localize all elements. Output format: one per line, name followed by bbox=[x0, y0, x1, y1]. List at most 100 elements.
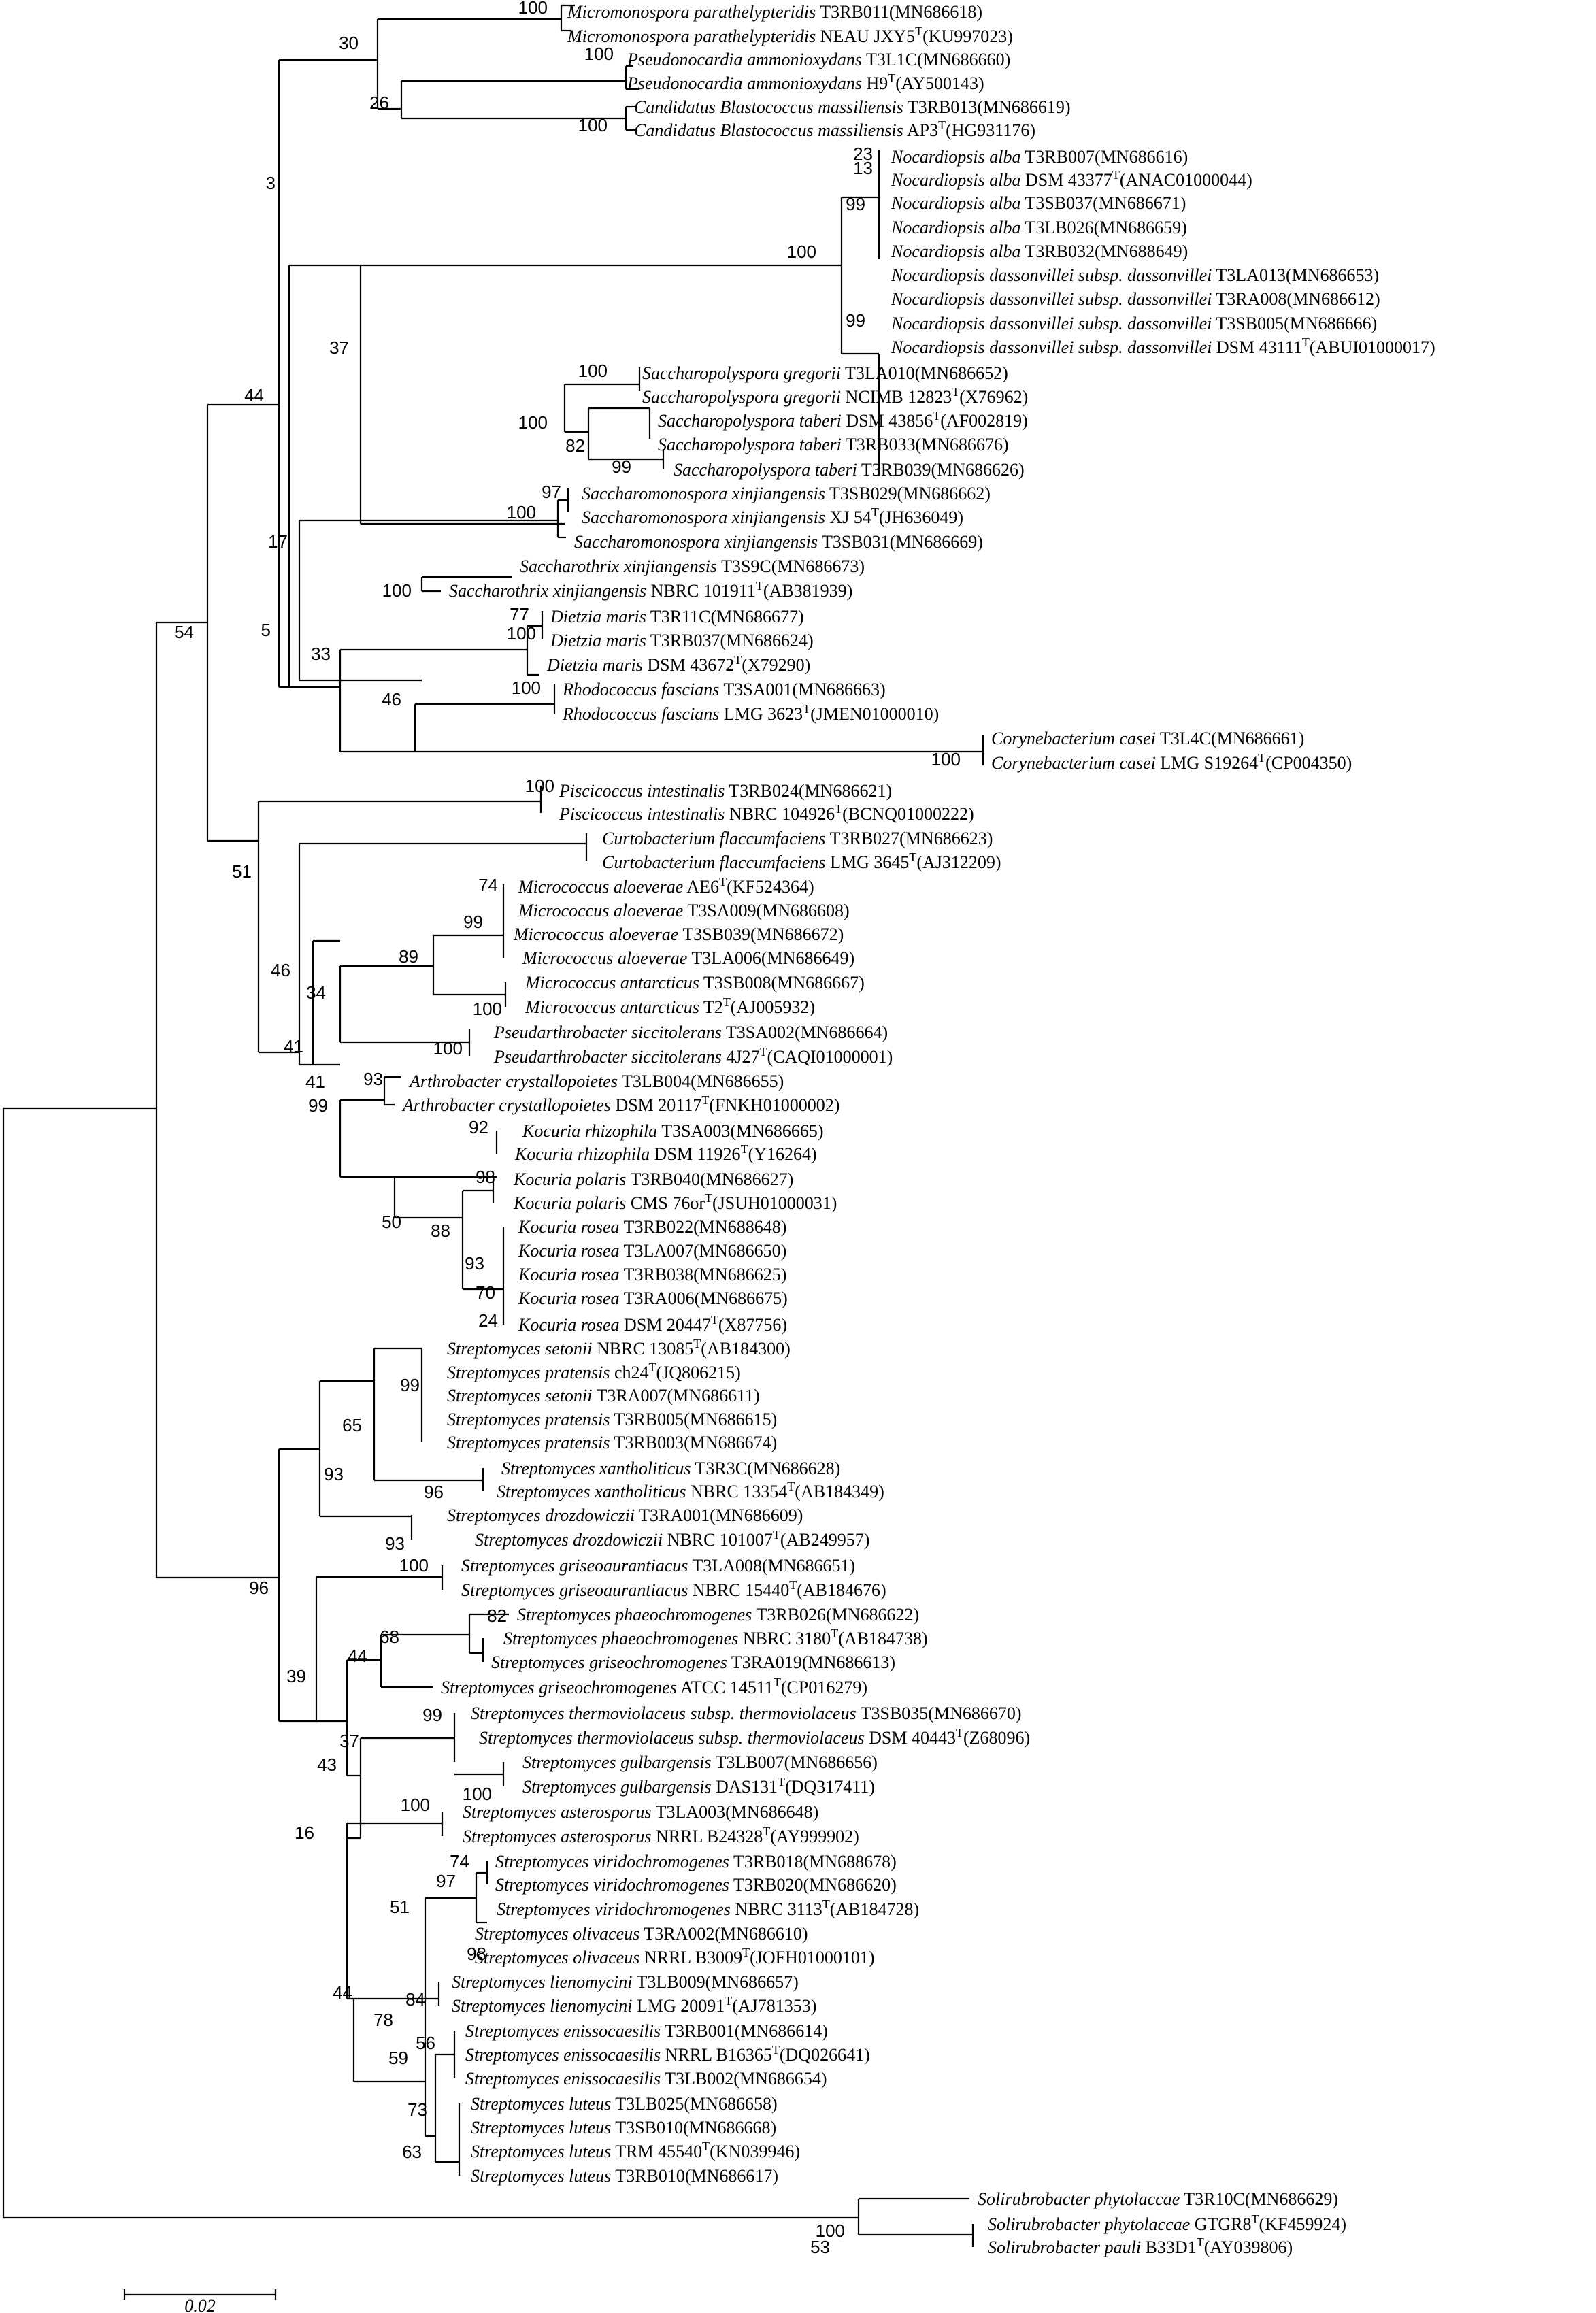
leaf-strain: T3RB040(MN686627) bbox=[626, 1169, 793, 1189]
type-strain-mark: T bbox=[705, 1191, 712, 1205]
leaf-species: Saccharopolyspora gregorii bbox=[642, 387, 841, 407]
leaf-species: Streptomyces xantholiticus bbox=[501, 1459, 691, 1478]
type-strain-mark: T bbox=[734, 653, 742, 667]
leaf-label: Curtobacterium flaccumfaciens T3RB027(MN… bbox=[602, 829, 993, 848]
leaf-species: Candidatus Blastococcus massiliensis bbox=[634, 97, 903, 117]
bootstrap-value: 39 bbox=[286, 1666, 306, 1686]
leaf-label: Micrococcus aloeverae T3SA009(MN686608) bbox=[518, 901, 850, 920]
leaf-label: Streptomyces asterosporus T3LA003(MN6866… bbox=[463, 1802, 818, 1822]
leaf-label: Rhodococcus fascians LMG 3623T(JMEN01000… bbox=[562, 702, 939, 724]
bootstrap-value: 82 bbox=[565, 435, 585, 456]
leaf-species: Streptomyces drozdowiczii bbox=[475, 1530, 663, 1550]
leaf-strain: DSM 11926 bbox=[650, 1144, 740, 1164]
type-strain-mark: T bbox=[789, 1578, 797, 1592]
bootstrap-value: 65 bbox=[342, 1415, 362, 1435]
bootstrap-value: 100 bbox=[473, 999, 502, 1019]
bootstrap-value: 26 bbox=[369, 93, 389, 113]
leaf-label: Streptomyces lienomycini T3LB009(MN68665… bbox=[452, 1972, 799, 1992]
leaf-label: Saccharomonospora xinjiangensis T3SB029(… bbox=[582, 484, 991, 503]
leaf-strain: T3RA008(MN686612) bbox=[1212, 289, 1380, 309]
leaf-strain: T3RB018(MN688678) bbox=[729, 1852, 897, 1871]
leaf-label: Streptomyces griseochromogenes T3RA019(M… bbox=[491, 1652, 895, 1672]
leaf-strain: T3RA019(MN686613) bbox=[727, 1652, 895, 1672]
leaf-species: Dietzia maris bbox=[546, 655, 643, 675]
bootstrap-value: 93 bbox=[363, 1069, 383, 1089]
leaf-label: Saccharomonospora xinjiangensis XJ 54T(J… bbox=[582, 505, 963, 527]
leaf-strain: T3R10C(MN686629) bbox=[1180, 2189, 1338, 2209]
bootstrap-value: 51 bbox=[232, 861, 252, 882]
leaf-species: Streptomyces enissocaesilis bbox=[465, 2021, 661, 2041]
leaf-label: Rhodococcus fascians T3SA001(MN686663) bbox=[562, 680, 886, 699]
leaf-species: Saccharomonospora xinjiangensis bbox=[582, 484, 825, 503]
leaf-strain: DSM 43377 bbox=[1020, 170, 1112, 190]
bootstrap-value: 100 bbox=[399, 1555, 429, 1576]
type-strain-mark: T bbox=[787, 1480, 795, 1493]
leaf-strain: ATCC 14511 bbox=[677, 1678, 774, 1697]
leaf-strain: T2 bbox=[699, 997, 723, 1017]
type-strain-mark: T bbox=[723, 995, 731, 1009]
leaf-strain: T3RB032(MN688649) bbox=[1020, 242, 1188, 261]
bootstrap-value: 43 bbox=[317, 1754, 337, 1775]
type-strain-mark: T bbox=[956, 1726, 963, 1740]
type-strain-mark: T bbox=[822, 1897, 830, 1911]
bootstrap-value: 100 bbox=[463, 1784, 492, 1804]
leaf-accession: (X87756) bbox=[718, 1315, 787, 1335]
type-strain-mark: T bbox=[1258, 751, 1265, 765]
type-strain-mark: T bbox=[1302, 335, 1310, 349]
leaf-label: Streptomyces xantholiticus NBRC 13354T(A… bbox=[497, 1480, 884, 1501]
leaf-accession: (CAQI01000001) bbox=[767, 1047, 893, 1067]
leaf-species: Solirubrobacter phytolaccae bbox=[978, 2189, 1180, 2209]
leaf-label: Saccharomonospora xinjiangensis T3SB031(… bbox=[574, 532, 983, 552]
leaf-strain: T3RB024(MN686621) bbox=[725, 781, 892, 801]
scale-bar-label: 0.02 bbox=[184, 2296, 216, 2313]
leaf-accession: (AB249957) bbox=[780, 1530, 869, 1550]
leaf-strain: NRRL B3009 bbox=[639, 1948, 742, 1967]
bootstrap-value: 100 bbox=[433, 1038, 463, 1059]
type-strain-mark: T bbox=[1197, 2235, 1204, 2249]
bootstrap-value: 99 bbox=[846, 310, 865, 331]
leaf-label: Kocuria polaris CMS 76orT(JSUH01000031) bbox=[513, 1191, 837, 1213]
leaf-strain: NCIMB 12823 bbox=[841, 387, 952, 407]
leaf-strain: T3SB010(MN686668) bbox=[611, 2118, 776, 2137]
leaf-accession: (HG931176) bbox=[946, 120, 1035, 140]
leaf-label: Saccharopolyspora taberi T3RB039(MN68662… bbox=[674, 460, 1025, 480]
bootstrap-value: 46 bbox=[271, 960, 290, 980]
leaf-species: Kocuria rosea bbox=[518, 1315, 620, 1335]
leaf-species: Micrococcus aloeverae bbox=[522, 948, 687, 968]
leaf-accession: (AB184349) bbox=[795, 1482, 884, 1501]
leaf-label: Streptomyces setonii NBRC 13085T(AB18430… bbox=[447, 1337, 791, 1359]
leaf-species: Pseudarthrobacter siccitolerans bbox=[493, 1022, 722, 1042]
leaf-species: Streptomyces olivaceus bbox=[475, 1924, 639, 1944]
leaf-label: Streptomyces lienomycini LMG 20091T(AJ78… bbox=[452, 1994, 816, 2016]
leaf-label: Nocardiopsis alba T3LB026(MN686659) bbox=[891, 218, 1187, 237]
leaf-strain: DSM 43111 bbox=[1212, 337, 1301, 357]
leaf-species: Pseudarthrobacter siccitolerans bbox=[493, 1047, 722, 1067]
bootstrap-value: 100 bbox=[816, 2220, 845, 2241]
leaf-species: Streptomyces luteus bbox=[471, 2118, 611, 2137]
leaf-species: Streptomyces setonii bbox=[447, 1339, 592, 1359]
bootstrap-value: 92 bbox=[469, 1117, 488, 1137]
leaf-strain: ch24 bbox=[610, 1363, 649, 1382]
leaf-species: Kocuria polaris bbox=[513, 1169, 626, 1189]
leaf-species: Solirubrobacter pauli bbox=[988, 2237, 1141, 2257]
type-strain-mark: T bbox=[711, 1313, 718, 1327]
leaf-label: Piscicoccus intestinalis T3RB024(MN68662… bbox=[559, 781, 892, 801]
bootstrap-value: 93 bbox=[324, 1464, 344, 1484]
bootstrap-value: 99 bbox=[612, 456, 631, 477]
leaf-label: Streptomyces thermoviolaceus subsp. ther… bbox=[479, 1726, 1030, 1748]
type-strain-mark: T bbox=[888, 71, 895, 85]
leaf-strain: T3RA006(MN686675) bbox=[620, 1288, 788, 1308]
leaf-species: Kocuria rosea bbox=[518, 1217, 620, 1237]
leaf-strain: T3LA006(MN686649) bbox=[687, 948, 854, 968]
leaf-species: Streptomyces xantholiticus bbox=[497, 1482, 686, 1501]
leaf-strain: T3L4C(MN686661) bbox=[1156, 729, 1304, 748]
leaf-label: Micromonospora parathelypteridis NEAU JX… bbox=[567, 24, 1013, 46]
leaf-species: Kocuria rhizophila bbox=[522, 1121, 657, 1141]
leaf-label: Nocardiopsis dassonvillei subsp. dassonv… bbox=[891, 314, 1377, 333]
leaf-strain: NRRL B16365 bbox=[661, 2045, 772, 2065]
leaf-strain: T3RB027(MN686623) bbox=[826, 829, 993, 848]
leaf-label: Nocardiopsis dassonvillei subsp. dassonv… bbox=[891, 265, 1379, 285]
leaf-species: Streptomyces olivaceus bbox=[475, 1948, 639, 1967]
leaf-label: Streptomyces drozdowiczii NBRC 101007T(A… bbox=[475, 1528, 869, 1550]
leaf-strain: LMG 3645 bbox=[826, 852, 910, 872]
